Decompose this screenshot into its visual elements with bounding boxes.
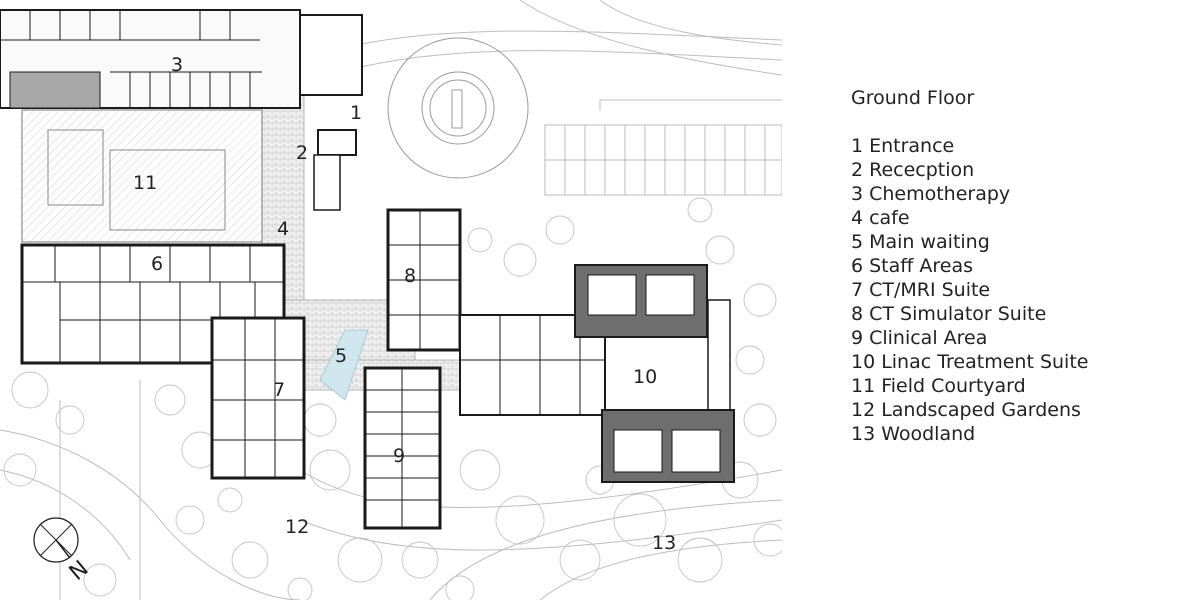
field-courtyard (21, 109, 263, 243)
tree-canopy (687, 197, 713, 223)
plan-label-11: 11 (133, 172, 157, 194)
tree-canopy (55, 405, 85, 435)
plan-label-9: 9 (393, 445, 405, 467)
plan-label-13: 13 (652, 532, 676, 554)
tree-canopy (217, 487, 243, 513)
tree-canopy (495, 495, 545, 545)
tree-canopy (753, 523, 782, 557)
tree-canopy (459, 449, 501, 491)
tree-canopy (11, 371, 49, 409)
plan-label-4: 4 (277, 218, 289, 240)
tree-canopy (735, 345, 765, 375)
tree-canopy (445, 575, 475, 600)
tree-canopies (3, 197, 782, 600)
tree-canopy (303, 403, 337, 437)
roundabout (387, 37, 529, 179)
tree-canopy (83, 563, 117, 597)
area-number-labels: 1 2 3 4 5 6 7 8 9 10 11 12 13 (133, 54, 676, 554)
tree-canopy (559, 539, 601, 581)
plan-label-7: 7 (273, 379, 285, 401)
plan-label-10: 10 (633, 366, 657, 388)
tree-canopy (743, 403, 777, 437)
parking-bays (544, 124, 782, 196)
tree-canopy (175, 505, 205, 535)
tree-canopy (3, 453, 37, 487)
tree-canopy (503, 243, 537, 277)
plan-label-1: 1 (350, 102, 362, 124)
plan-label-6: 6 (151, 253, 163, 275)
north-arrow-icon: N (33, 517, 94, 586)
legend-title: Ground Floor (851, 87, 975, 109)
linac-bunkers (574, 264, 735, 483)
tree-canopy (309, 449, 351, 491)
plan-label-3: 3 (171, 54, 183, 76)
tree-canopy (677, 537, 723, 583)
tree-canopy (337, 537, 383, 583)
plan-label-8: 8 (404, 265, 416, 287)
tree-canopy (743, 283, 777, 317)
tree-canopy (154, 384, 186, 416)
tree-canopy (467, 227, 493, 253)
tree-canopy (613, 493, 667, 547)
tree-canopy (705, 235, 735, 265)
tree-canopy (545, 215, 575, 245)
tree-canopy (401, 541, 439, 579)
plan-label-12: 12 (285, 516, 309, 538)
plan-label-5: 5 (335, 345, 347, 367)
tree-canopy (287, 577, 313, 600)
site-plan: 1 2 3 4 5 6 7 8 9 10 11 12 13 N (0, 0, 782, 600)
north-label: N (65, 556, 94, 586)
building-walls (0, 9, 731, 530)
plan-label-2: 2 (296, 142, 308, 164)
tree-canopy (231, 541, 269, 579)
